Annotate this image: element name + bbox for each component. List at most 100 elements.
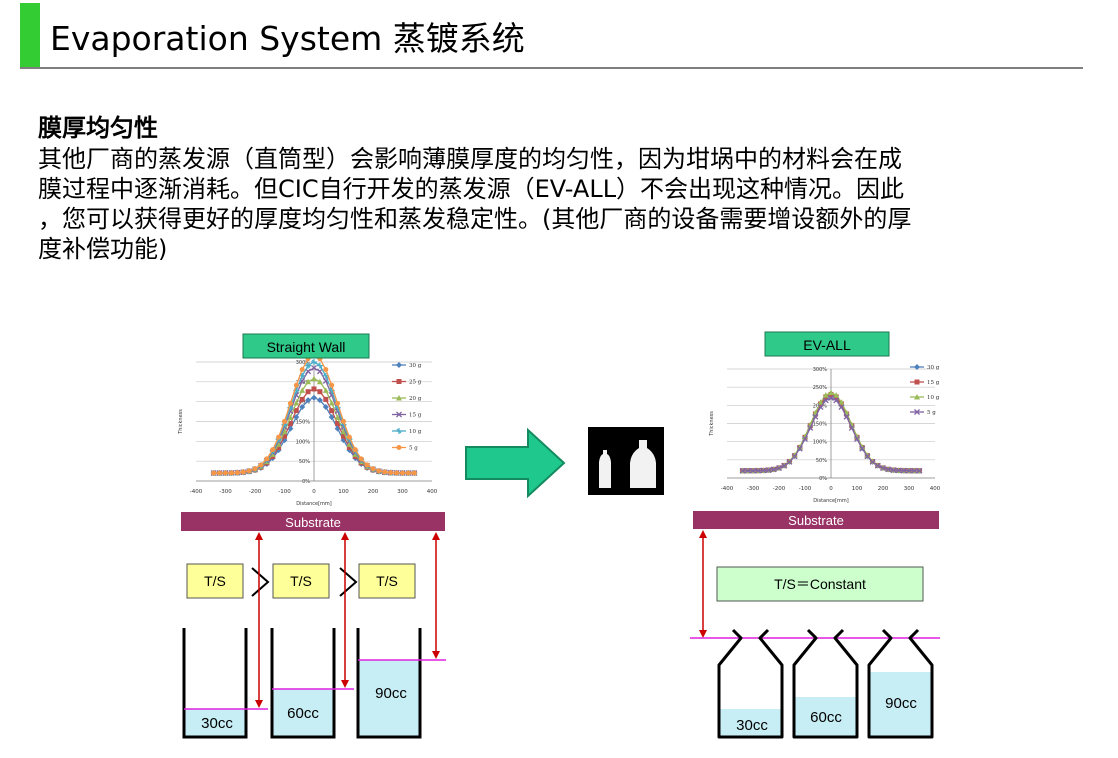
x-tick-label: -300 — [747, 486, 760, 492]
data-point — [370, 466, 376, 472]
legend-marker — [914, 364, 920, 370]
page-title: Evaporation System 蒸镀系统 — [50, 19, 525, 58]
data-point — [796, 443, 803, 450]
data-point — [299, 396, 305, 402]
x-tick-label: -200 — [773, 486, 786, 492]
ts-box-1 — [186, 563, 244, 599]
data-point — [405, 470, 411, 476]
bottle-crucible-90cc — [867, 628, 934, 739]
crucible-fill-90cc-right — [869, 672, 932, 737]
crucible-fill-30cc — [184, 709, 246, 737]
data-point — [854, 435, 860, 442]
legend-label: 20 g — [409, 396, 422, 402]
data-point — [791, 452, 798, 458]
data-point — [828, 389, 834, 396]
data-point — [335, 400, 341, 406]
data-point — [275, 441, 282, 447]
data-point — [329, 408, 335, 414]
distance-arrow-right — [699, 530, 707, 638]
data-point — [874, 462, 881, 469]
crucible-label-60cc-right: 60cc — [810, 709, 842, 726]
data-point — [828, 395, 834, 402]
legend-label: 10 g — [409, 429, 422, 435]
data-point — [364, 462, 370, 468]
data-point — [282, 433, 287, 439]
data-point — [755, 467, 762, 474]
data-point — [287, 421, 293, 427]
x-tick-label: 300 — [397, 489, 408, 495]
crucible-90cc — [356, 628, 422, 739]
data-point — [316, 378, 323, 385]
substrate-label-left: Substrate — [285, 515, 341, 530]
data-point — [328, 399, 335, 406]
data-point — [293, 408, 299, 414]
data-point — [299, 387, 306, 393]
data-point — [341, 418, 346, 424]
data-point — [900, 467, 907, 474]
x-tick-label: 0 — [829, 486, 833, 492]
ts-box-3 — [358, 563, 416, 599]
data-point — [305, 389, 311, 395]
crucible-fill-30cc-right — [719, 709, 782, 737]
data-point — [916, 467, 923, 474]
data-point — [376, 468, 382, 474]
data-point — [217, 470, 223, 476]
x-tick-label: -100 — [278, 489, 291, 495]
data-point — [246, 468, 252, 474]
crucible-fill-60cc — [272, 689, 334, 737]
crucible-label-30cc: 30cc — [201, 715, 233, 732]
data-point — [796, 445, 803, 452]
legend-marker — [396, 362, 402, 368]
data-point — [791, 453, 798, 460]
legend-label: 5 g — [927, 410, 936, 416]
legend-label: 15 g — [409, 413, 422, 419]
ev-all-crucibles: 30cc 60cc 90cc — [717, 628, 934, 739]
legend-marker — [396, 428, 402, 434]
x-tick-label: 100 — [852, 486, 863, 492]
ev-all-label-box — [764, 331, 890, 357]
data-point — [895, 467, 902, 474]
ts-constant-box — [716, 566, 924, 602]
data-point — [340, 428, 347, 435]
legend-marker — [396, 411, 402, 418]
straight-wall-label-box — [242, 333, 370, 359]
y-tick-label: 100% — [813, 440, 828, 446]
data-point — [329, 382, 335, 388]
data-point — [346, 441, 353, 447]
straight-wall-label: Straight Wall — [267, 339, 346, 355]
x-tick-label: -100 — [799, 486, 812, 492]
small-bottle-image — [599, 450, 611, 488]
data-point — [880, 465, 886, 472]
data-point — [316, 362, 323, 369]
data-point — [334, 414, 341, 420]
x-tick-label: -400 — [190, 489, 203, 495]
data-point — [322, 404, 329, 411]
paragraph-line: 度补偿功能) — [38, 235, 168, 263]
data-point — [750, 467, 756, 474]
data-point — [807, 424, 814, 431]
data-point — [833, 392, 840, 398]
data-point — [859, 445, 866, 452]
bottle-crucible-60cc — [792, 628, 859, 739]
data-point — [223, 470, 228, 476]
crucible-label-30cc-right: 30cc — [736, 717, 768, 734]
data-point — [776, 465, 782, 472]
ts-constant-label: T/S＝Constant — [774, 576, 866, 592]
data-point — [411, 470, 417, 476]
crucible-fill-90cc — [358, 660, 420, 737]
data-point — [305, 362, 312, 369]
distance-arrows-left — [255, 532, 440, 708]
data-point — [812, 413, 819, 420]
data-point — [252, 466, 258, 472]
paragraph-line: 膜过程中逐渐消耗。但CIC自行开发的蒸发源（EV-ALL）不会出现这种情况。因此 — [38, 175, 905, 203]
data-point — [864, 453, 871, 460]
data-point — [890, 467, 897, 474]
y-axis-label: Thickness — [178, 409, 184, 435]
y-tick-label: 250% — [813, 385, 828, 391]
x-tick-label: -400 — [721, 486, 734, 492]
data-point — [293, 399, 300, 406]
ev-all-chart: 0%50%100%150%200%250%300%-400-300-200-10… — [709, 364, 941, 504]
data-point — [240, 469, 246, 475]
y-tick-label: 150% — [296, 420, 311, 426]
